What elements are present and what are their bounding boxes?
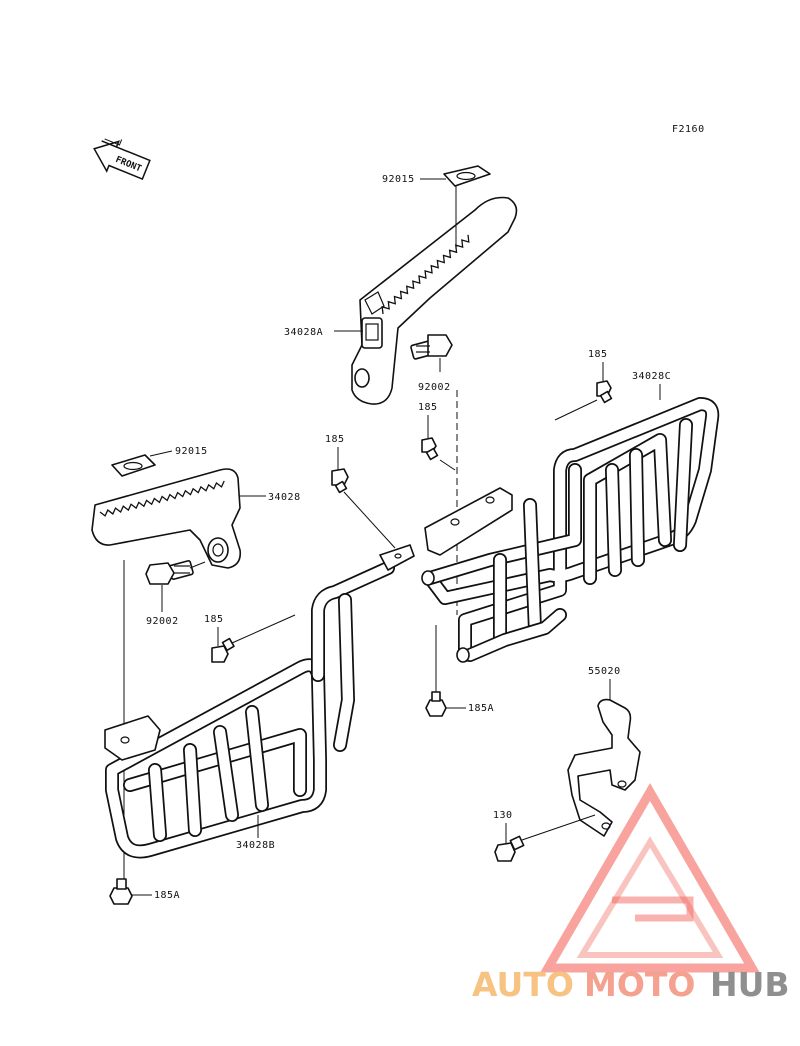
footpeg-plate-top: [443, 165, 491, 187]
callout-185-center: 185: [325, 434, 345, 445]
brand-moto: MOTO: [584, 965, 695, 1004]
callout-185a-right: 185A: [468, 703, 494, 714]
automotohub-logo: [540, 783, 760, 973]
footpeg-plate-left: [111, 454, 156, 477]
callout-34028b: 34028B: [236, 840, 275, 851]
bolt-185-left: [211, 637, 235, 663]
bolt-185-mid: [421, 437, 439, 461]
bolt-92002-top: [410, 334, 453, 360]
callout-92015-left: 92015: [175, 446, 208, 457]
footrest-34028a: [351, 196, 518, 405]
bolt-130: [494, 835, 525, 862]
footrest-34028: [91, 468, 242, 569]
callout-185-mid: 185: [418, 402, 438, 413]
callout-34028: 34028: [268, 492, 301, 503]
callout-34028c: 34028C: [632, 371, 671, 382]
callout-92015-top: 92015: [382, 174, 415, 185]
callout-185-right: 185: [588, 349, 608, 360]
callout-55020: 55020: [588, 666, 621, 677]
automotohub-wordmark: AUTO MOTO HUB: [472, 965, 790, 1004]
bolt-185-right-top: [596, 380, 613, 404]
front-arrow-icon: FRONT: [93, 138, 151, 180]
callout-92002-left: 92002: [146, 616, 179, 627]
guard-34028b: [104, 544, 415, 859]
bolt-185-center: [331, 468, 349, 494]
brand-auto: AUTO: [472, 965, 574, 1004]
guard-34028c: [421, 397, 720, 663]
figure-code: F2160: [672, 124, 705, 135]
bracket-55020: [567, 698, 641, 837]
callout-185-left: 185: [204, 614, 224, 625]
bolt-185a-right: [425, 691, 447, 717]
callout-34028a: 34028A: [284, 327, 323, 338]
callout-92002-top: 92002: [418, 382, 451, 393]
bolt-92002-left: [145, 560, 194, 585]
callout-130: 130: [493, 810, 513, 821]
bolt-185a-left: [109, 878, 133, 905]
brand-hub: HUB: [710, 965, 790, 1004]
callout-185a-left: 185A: [154, 890, 180, 901]
